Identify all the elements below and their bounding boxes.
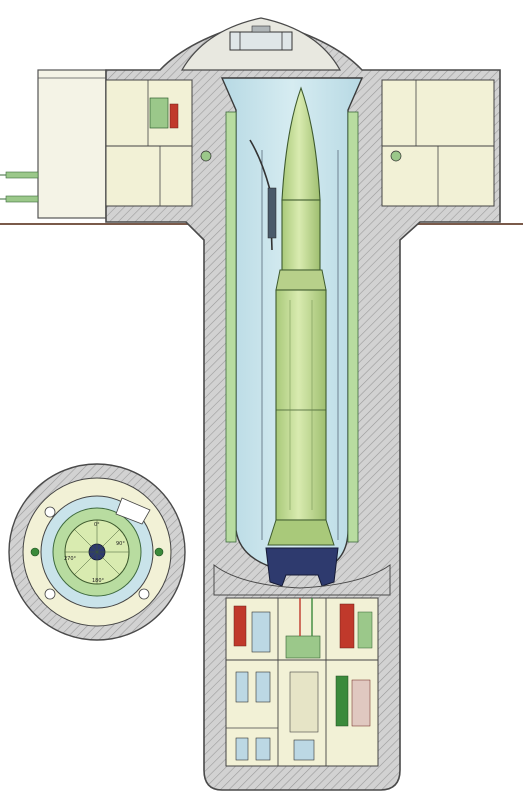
shaft-liner-left <box>225 111 237 543</box>
shaft-liner-right <box>347 111 359 543</box>
valve-icon <box>30 547 40 557</box>
valve-icon <box>390 150 402 162</box>
upper-right-rooms <box>381 79 495 207</box>
valve-icon <box>154 547 164 557</box>
valve-icon <box>200 150 212 162</box>
silo-plan-view: 0° 90° 180° 270° <box>8 463 186 641</box>
equipment-rack <box>339 603 355 649</box>
lower-equipment-rooms <box>225 597 379 767</box>
missile-second-stage <box>281 199 321 271</box>
equipment-rack <box>149 97 169 129</box>
missile <box>265 86 339 587</box>
missile-first-stage <box>275 289 327 521</box>
silo-cover <box>229 31 293 51</box>
angle-label-0: 0° <box>94 522 100 528</box>
surface-building-left <box>0 69 107 219</box>
angle-label-270: 270° <box>64 556 77 562</box>
equipment-rack <box>233 605 247 647</box>
launch-pad <box>213 563 391 596</box>
angle-label-90: 90° <box>116 541 125 547</box>
missile-engines <box>265 547 339 587</box>
equipment-rack <box>335 675 349 727</box>
angle-label-180: 180° <box>92 578 105 584</box>
upper-left-rooms <box>105 79 212 207</box>
